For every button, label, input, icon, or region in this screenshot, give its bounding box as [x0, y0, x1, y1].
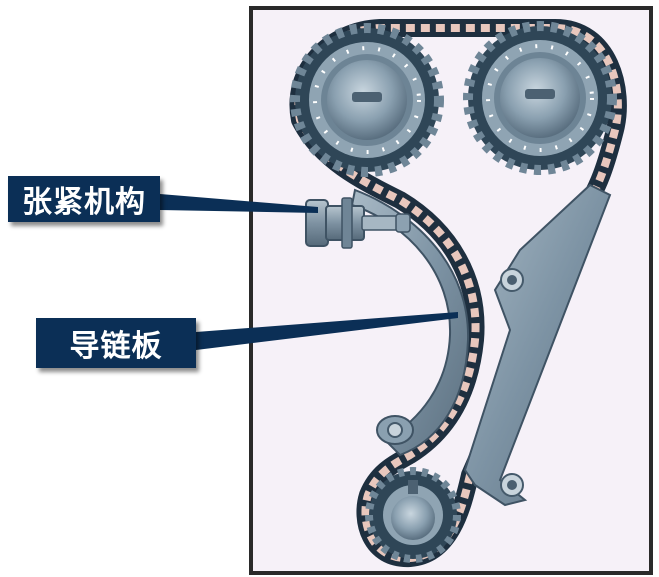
right-chain-guide: [463, 183, 612, 507]
timing-chain: [289, 19, 627, 567]
tensioner-label: 张紧机构: [8, 176, 160, 222]
guide-plate-label: 导链板: [36, 318, 196, 368]
chain-guide-plate: [350, 188, 470, 457]
tensioner-leader-line: [160, 194, 318, 213]
left-cam-sprocket: [290, 23, 444, 177]
right-cam-sprocket: [463, 21, 617, 175]
guide-leader-line: [196, 312, 458, 350]
tensioner-mechanism: [305, 197, 411, 249]
crank-sprocket: [365, 467, 461, 563]
